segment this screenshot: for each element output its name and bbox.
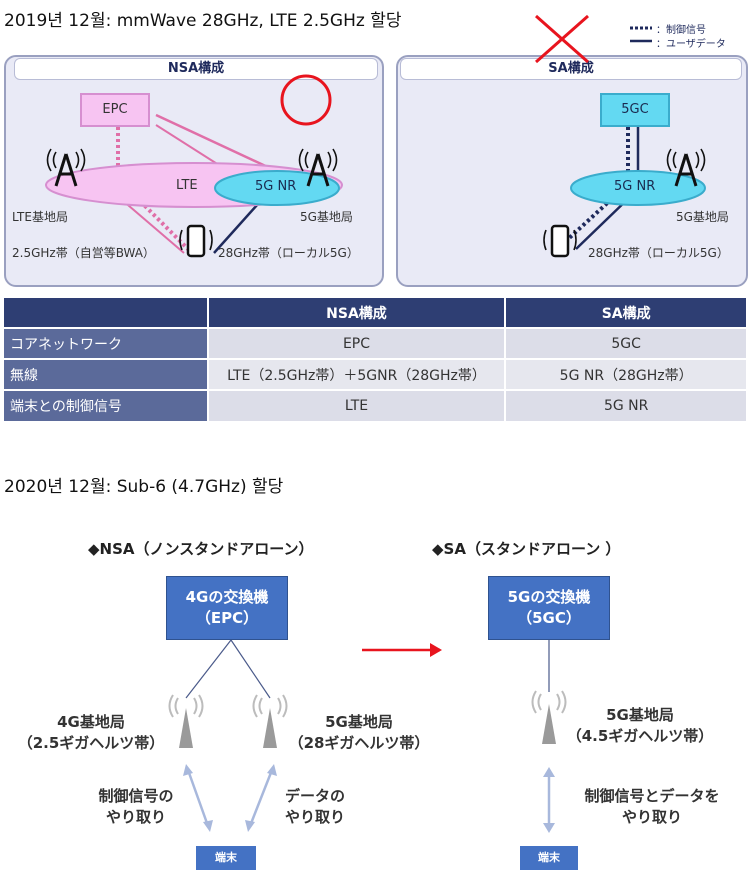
sa-core-line2: （5GC） <box>517 609 581 627</box>
sa-5g-station-line2: （4.5ギガヘルツ帯） <box>566 727 714 745</box>
nsa-heading: ◆NSA（ノンスタンドアローン） <box>88 540 314 558</box>
sa-terminal-box: 端末 <box>520 846 578 870</box>
nsa-4g-station-label: 4G基地局 （2.5ギガヘルツ帯） <box>16 712 166 754</box>
red-circle-mark <box>280 74 332 126</box>
row-sa-value: 5GC <box>505 327 748 359</box>
nsa-control-line2: やり取り <box>105 808 166 826</box>
row-nsa-value: LTE（2.5GHz帯）＋5GNR（28GHz帯） <box>207 358 507 390</box>
nsa-5g-station-label: 5G基地局 <box>300 210 353 224</box>
table-header-nsa: NSA構成 <box>207 298 507 328</box>
table-row: 端末との制御信号 LTE 5G NR <box>4 389 748 421</box>
nsa-band-nr-label: 28GHz帯（ローカル5G） <box>218 246 359 260</box>
sa-panel-heading: SA構成 <box>400 58 742 80</box>
sa-heading: ◆SA（スタンドアローン ） <box>432 540 621 558</box>
legend-lines <box>630 26 652 43</box>
nsa-lte-station-label: LTE基地局 <box>12 210 68 224</box>
section2-lines <box>183 639 555 833</box>
sa-exchange-line1: 制御信号とデータを <box>584 787 720 805</box>
nsa-core-line1: 4Gの交換機 <box>185 588 269 606</box>
row-nsa-value: LTE <box>207 389 507 421</box>
sa-core-line1: 5Gの交換機 <box>507 588 591 606</box>
lte-antenna-icon <box>46 148 86 187</box>
table-header-row: NSA構成 SA構成 <box>4 298 748 328</box>
nsa-control-exchange-label: 制御信号の やり取り <box>84 786 188 828</box>
nsa-control-line1: 制御信号の <box>98 787 174 805</box>
sa-phone-icon <box>543 224 577 258</box>
red-x-mark <box>535 14 589 64</box>
legend-control: ：制御信号 <box>656 25 706 36</box>
sa-5g-tower-icon <box>531 690 567 744</box>
nsa-core-line2: （EPC） <box>195 609 259 627</box>
table-header-sa: SA構成 <box>505 298 748 328</box>
sa-5gnr-ellipse <box>570 170 706 206</box>
sa-5g-station-label: 5G基地局 <box>676 210 729 224</box>
nsa-terminal-box: 端末 <box>196 846 256 870</box>
nsa-core-box: 4Gの交換機 （EPC） <box>166 576 288 640</box>
table-header-empty <box>4 298 209 328</box>
row-label: 端末との制御信号 <box>4 389 209 421</box>
nsa-5gnr-ellipse <box>214 170 340 206</box>
nsa-5g-station-line1: 5G基地局 <box>325 713 393 731</box>
sa-panel <box>396 55 748 287</box>
nsa-lte-label: LTE <box>176 178 198 193</box>
nsa-5g-station-label: 5G基地局 （28ギガヘルツ帯） <box>284 712 434 754</box>
section1-title: 2019년 12월: mmWave 28GHz, LTE 2.5GHz 할당 <box>4 11 402 31</box>
table-row: 無線 LTE（2.5GHz帯）＋5GNR（28GHz帯） 5G NR（28GHz… <box>4 358 748 390</box>
sa-exchange-label: 制御信号とデータを やり取り <box>562 786 742 828</box>
nsa-5g-antenna-icon <box>298 148 338 187</box>
row-sa-value: 5G NR（28GHz帯） <box>505 358 748 390</box>
row-label: コアネットワーク <box>4 327 209 359</box>
sa-5gnr-label: 5G NR <box>614 179 656 194</box>
nsa-4g-station-line2: （2.5ギガヘルツ帯） <box>17 734 165 752</box>
section2-title: 2020년 12월: Sub-6 (4.7GHz) 할당 <box>4 477 284 497</box>
sa-5g-station-line1: 5G基地局 <box>606 706 674 724</box>
sa-5g-station-label: 5G基地局 （4.5ギガヘルツ帯） <box>562 705 718 747</box>
legend-user: ：ユーザデータ <box>656 39 726 50</box>
sa-5g-antenna-icon <box>666 148 706 187</box>
nsa-4g-station-line1: 4G基地局 <box>57 713 125 731</box>
sa-exchange-line2: やり取り <box>621 808 682 826</box>
nsa-phone-icon <box>179 224 213 258</box>
comparison-table: NSA構成 SA構成 コアネットワーク EPC 5GC 無線 LTE（2.5GH… <box>4 298 748 421</box>
nsa-5gnr-label: 5G NR <box>255 179 297 194</box>
nsa-epc-node: EPC <box>80 93 150 127</box>
nsa-data-line1: データの <box>284 787 345 805</box>
nsa-data-exchange-label: データの やり取り <box>270 786 360 828</box>
nsa-band-lte-label: 2.5GHz帯（自営等BWA） <box>12 246 155 260</box>
nsa-data-line2: やり取り <box>284 808 345 826</box>
row-sa-value: 5G NR <box>505 389 748 421</box>
table-row: コアネットワーク EPC 5GC <box>4 327 748 359</box>
nsa-4g-tower-icon <box>168 694 204 748</box>
row-nsa-value: EPC <box>207 327 507 359</box>
row-label: 無線 <box>4 358 209 390</box>
sa-5gc-node: 5GC <box>600 93 670 127</box>
sa-core-box: 5Gの交換機 （5GC） <box>488 576 610 640</box>
nsa-5g-station-line2: （28ギガヘルツ帯） <box>288 734 430 752</box>
nsa-5g-tower-icon <box>252 694 288 748</box>
sa-band-nr-label: 28GHz帯（ローカル5G） <box>588 246 729 260</box>
nsa-panel-heading: NSA構成 <box>14 58 378 80</box>
